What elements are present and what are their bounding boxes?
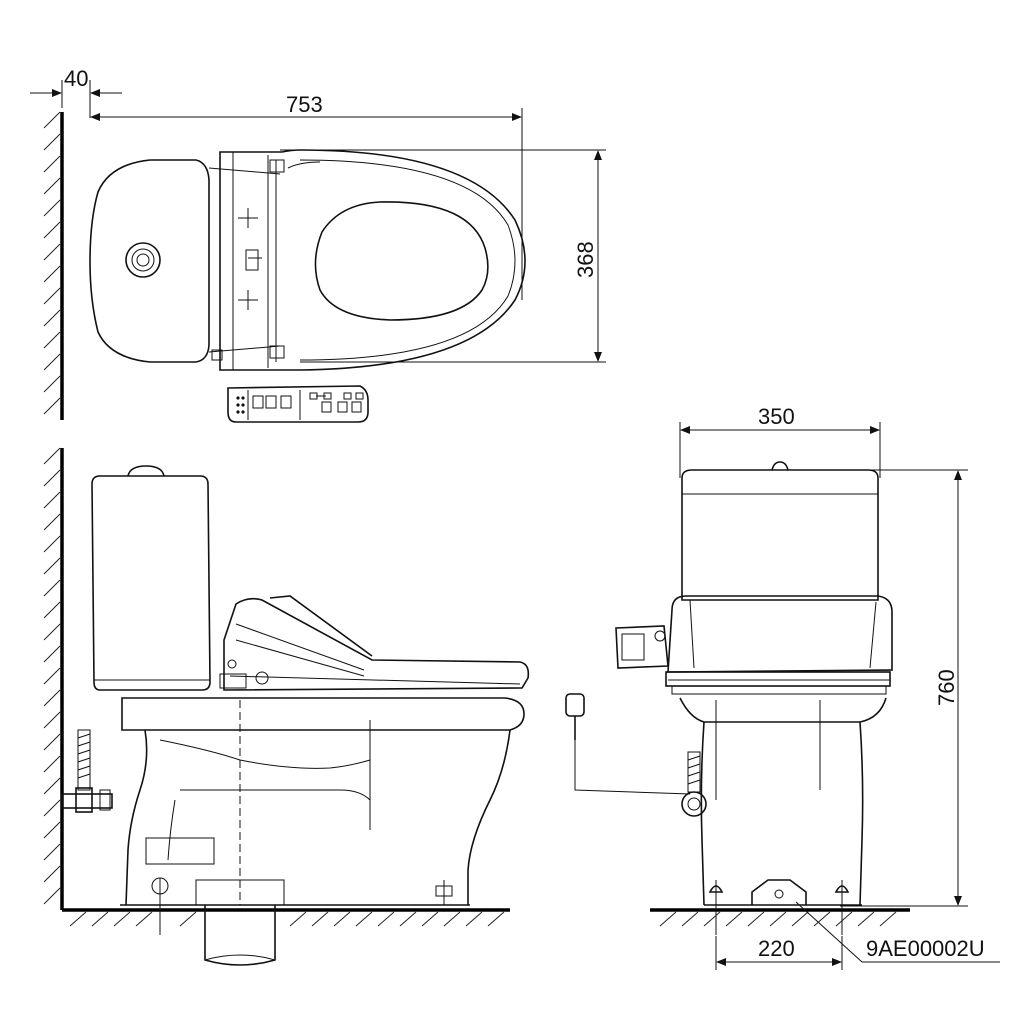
dimension-total-length-label: 753 <box>286 92 323 117</box>
tank-front <box>681 461 879 601</box>
side-view-wall <box>43 447 64 910</box>
seat-top <box>208 149 526 371</box>
dimension-rough-in-label: 220 <box>758 936 795 961</box>
seat-opening <box>314 201 489 321</box>
control-panel <box>227 385 369 423</box>
dimension-width-label: 368 <box>573 241 598 278</box>
dimension-front-width-label: 350 <box>758 404 795 429</box>
top-view-wall <box>43 111 64 420</box>
tank-side <box>91 465 211 691</box>
seat-front <box>615 595 893 695</box>
flush-button-icon <box>127 465 165 477</box>
model-code-label: 9AE00002U <box>866 936 985 961</box>
dimension-height: 760 <box>790 469 968 907</box>
top-view: 40 753 368 <box>30 66 606 423</box>
dimension-wall-gap: 40 <box>30 66 122 118</box>
side-control-box <box>615 625 669 669</box>
front-view: 350 760 <box>565 404 1000 970</box>
supply-valve <box>61 729 113 813</box>
model-code-callout: 9AE00002U <box>795 901 1000 963</box>
side-view <box>43 447 530 966</box>
floor-fixings <box>708 879 850 935</box>
bowl-side <box>120 697 525 906</box>
front-supply-hose <box>565 693 707 817</box>
seat-side <box>219 595 530 691</box>
bowl-front <box>679 697 887 906</box>
dimension-height-label: 760 <box>934 669 959 706</box>
dimension-total-length: 753 <box>90 92 523 300</box>
dimension-wall-gap-label: 40 <box>64 66 88 91</box>
tank-top <box>89 159 210 363</box>
dimension-width: 368 <box>280 149 606 363</box>
drain-pipe <box>145 837 453 966</box>
dimension-front-width: 350 <box>679 404 881 478</box>
flush-button-icon <box>125 242 161 278</box>
side-view-floor <box>62 908 510 927</box>
front-view-floor <box>650 908 910 927</box>
dimension-rough-in: 220 <box>715 936 843 970</box>
